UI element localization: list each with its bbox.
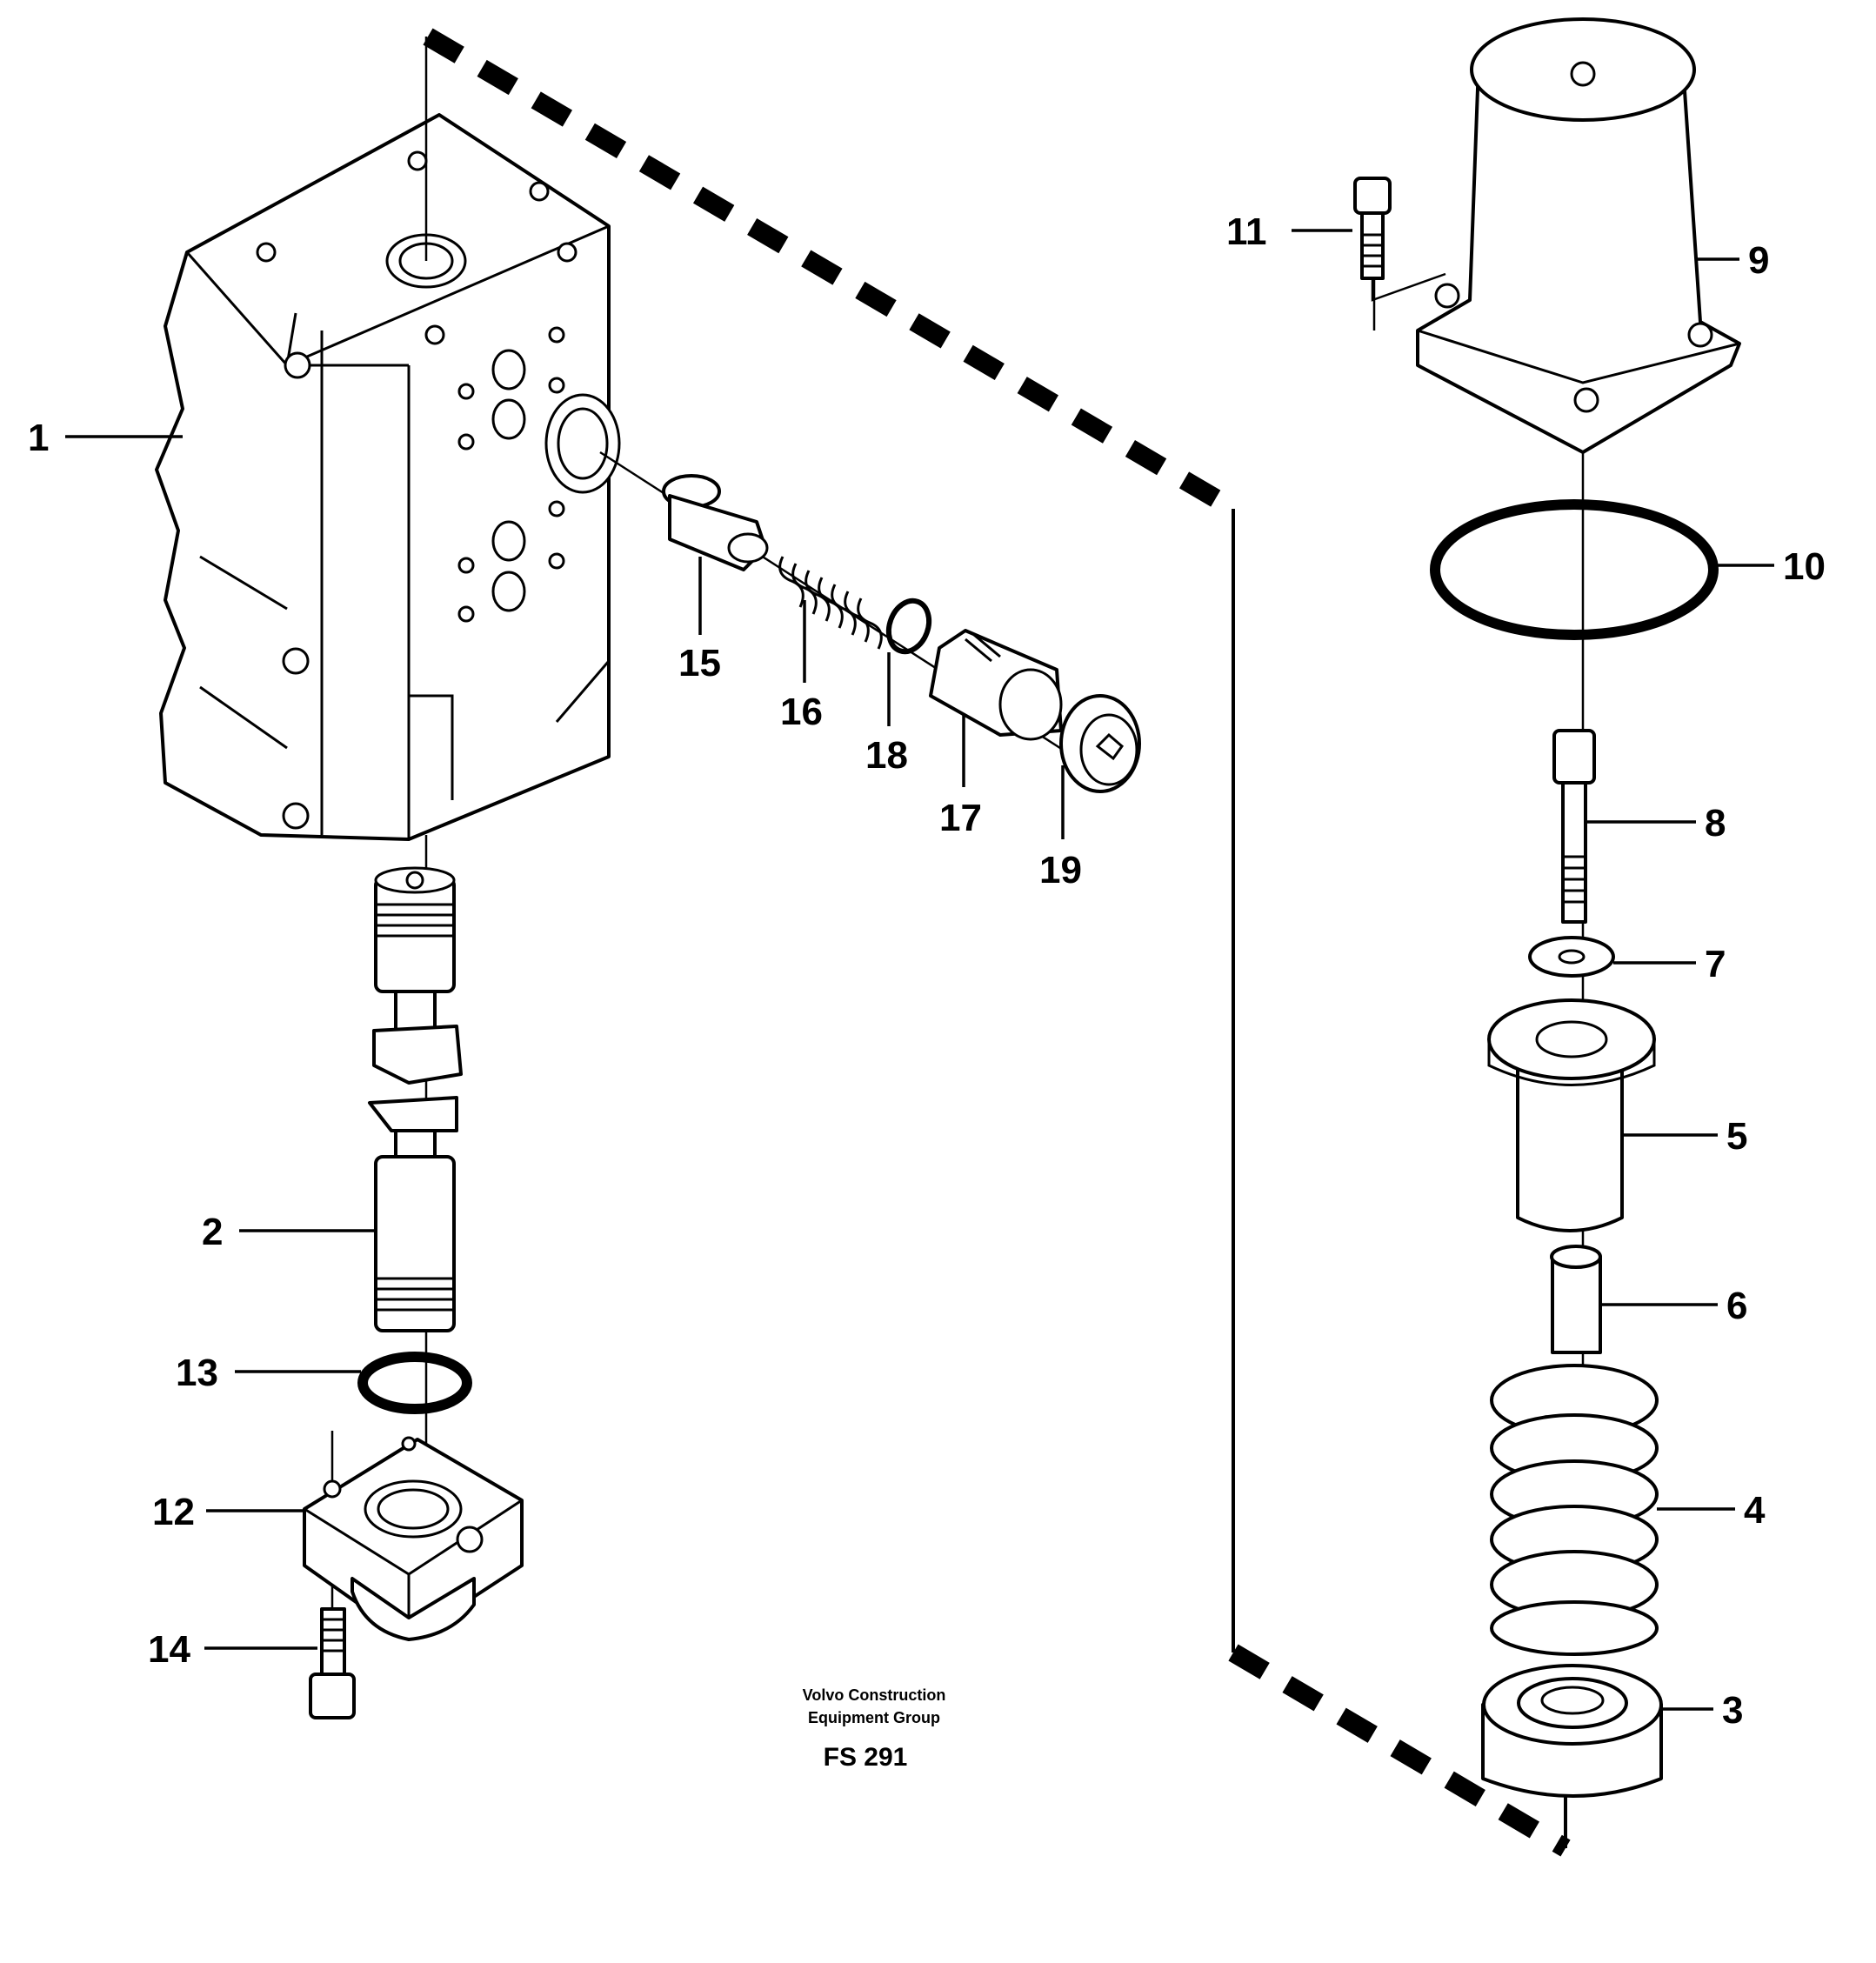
callout-15: 15 [678, 642, 721, 684]
washer-7 [1528, 936, 1615, 978]
callout-11: 11 [1226, 210, 1267, 253]
callout-12: 12 [152, 1491, 195, 1533]
callout-13: 13 [176, 1352, 218, 1394]
valve-housing [155, 113, 621, 841]
callout-numbers: 1 2 3 4 5 6 7 8 9 10 11 12 13 14 15 16 1… [28, 210, 1826, 1732]
callout-14: 14 [148, 1628, 190, 1671]
caption-code: FS 291 [824, 1743, 908, 1772]
callout-18: 18 [865, 734, 908, 777]
callout-3: 3 [1722, 1689, 1743, 1732]
screw-8 [1552, 729, 1596, 924]
caption-line-1: Volvo Construction [803, 1686, 946, 1704]
plug-19 [1059, 694, 1141, 793]
pin-6 [1550, 1245, 1602, 1354]
o-ring-13 [357, 1352, 472, 1414]
callout-7: 7 [1705, 943, 1726, 985]
callout-17: 17 [939, 797, 982, 839]
bolt-14 [309, 1607, 356, 1719]
bolt-11 [1353, 177, 1446, 302]
spring-4 [1490, 1364, 1659, 1656]
callout-4: 4 [1744, 1489, 1766, 1532]
caption-line-2: Equipment Group [808, 1709, 940, 1726]
callout-1: 1 [28, 417, 49, 459]
callout-6: 6 [1726, 1285, 1747, 1327]
o-ring-10 [1430, 499, 1719, 640]
spool [368, 866, 463, 1332]
flange-cover [303, 1436, 524, 1641]
callout-5: 5 [1726, 1115, 1747, 1158]
sleeve-15 [662, 474, 769, 571]
callout-9: 9 [1748, 239, 1769, 282]
cover-9 [1416, 17, 1741, 454]
callout-19: 19 [1039, 849, 1082, 891]
callout-10: 10 [1783, 545, 1826, 588]
assembly-frame [423, 28, 1571, 1857]
caption-block: Volvo Construction Equipment Group FS 29… [803, 1686, 946, 1772]
retainer-3 [1481, 1664, 1663, 1798]
leader-lines [65, 229, 1774, 1711]
poppet-17 [929, 629, 1063, 741]
spring-16 [778, 556, 883, 650]
o-ring-18 [885, 598, 932, 655]
callout-8: 8 [1705, 802, 1726, 845]
callout-2: 2 [202, 1211, 223, 1253]
spring-seat-5 [1487, 998, 1656, 1232]
callout-16: 16 [780, 691, 823, 733]
